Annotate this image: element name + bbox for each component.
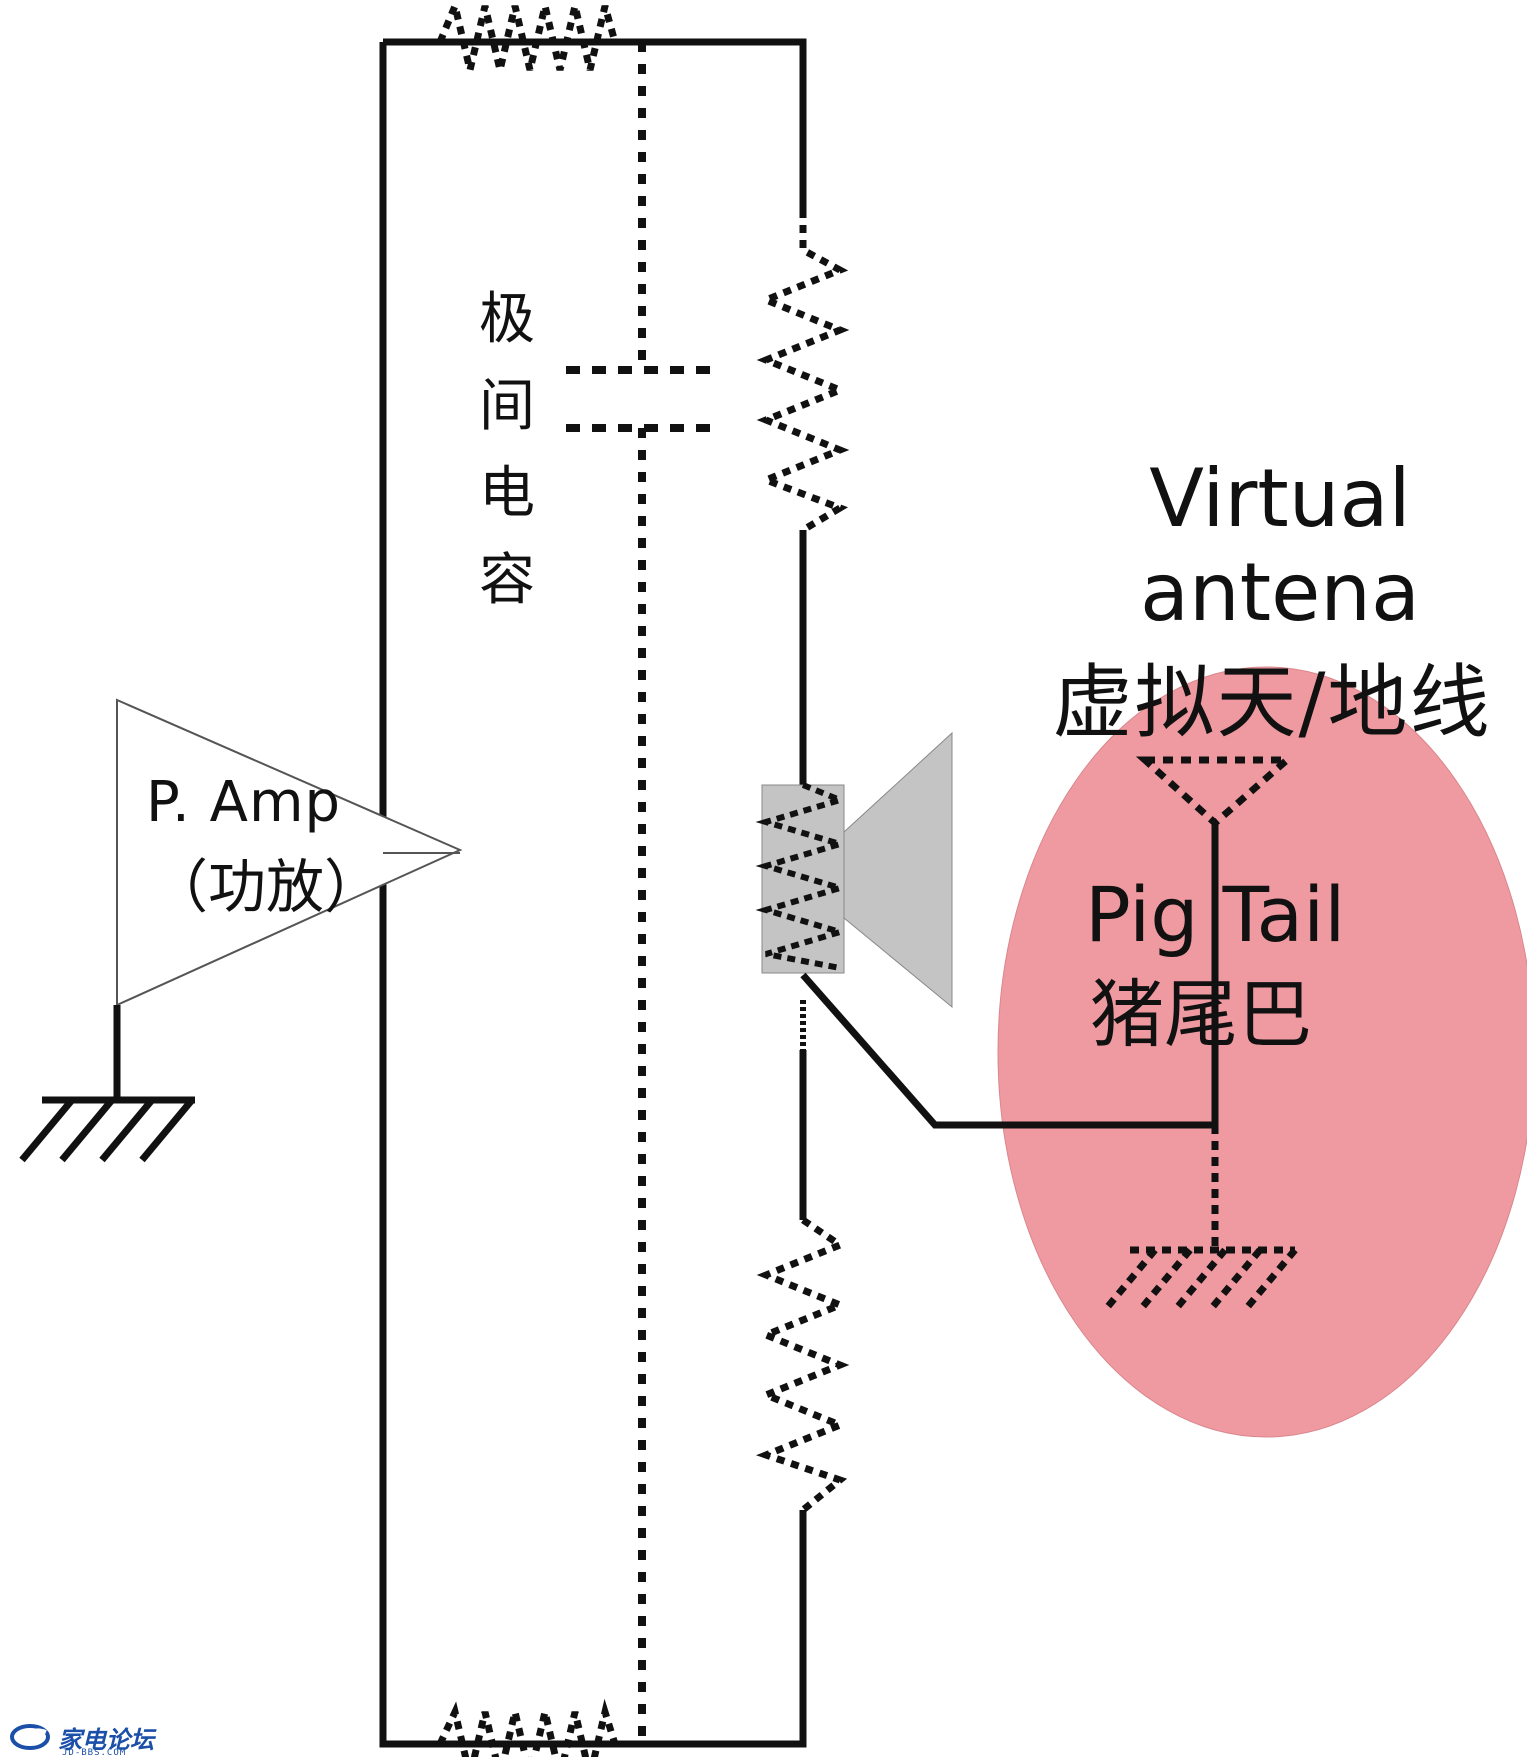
- forum-logo: 家电论坛 JD-BBS.COM: [10, 1722, 154, 1758]
- speaker-voice-coil: [755, 782, 851, 971]
- virtual-ground-symbol: [1102, 1125, 1298, 1313]
- virtual-antenna-symbol: [1135, 756, 1297, 1125]
- virtual-antenna-label-line2: antena: [1139, 546, 1421, 639]
- virtual-antenna-region: [997, 666, 1527, 1438]
- amp-label-cn: （功放）: [150, 853, 383, 921]
- power-amp-triangle: [116, 698, 463, 1007]
- speaker-cone: [843, 731, 953, 1009]
- logo-subtext: JD-BBS.COM: [62, 1748, 127, 1758]
- lower-right-coil: [755, 1217, 850, 1513]
- pigtail-label-cn: 猪尾巴: [1090, 972, 1312, 1058]
- pigtail-wire: [800, 972, 1215, 1129]
- virtual-antenna-label-cn: 虚拟天/地线: [1052, 656, 1492, 749]
- bottom-stray-inductor: [436, 1698, 619, 1757]
- logo-text: 家电论坛: [58, 1725, 154, 1754]
- capacitance-label: 极间电容: [479, 287, 535, 613]
- amp-label-en: P. Amp: [146, 770, 342, 835]
- virtual-antenna-label-line1: Virtual: [1149, 452, 1411, 545]
- inter-electrode-capacitor: [566, 366, 710, 432]
- main-loop-wire: [379, 38, 807, 1748]
- upper-right-coil: [756, 210, 850, 534]
- amp-ground-symbol: [19, 1005, 195, 1163]
- pigtail-label-en: Pig Tail: [1085, 870, 1346, 959]
- top-stray-inductor: [436, 0, 619, 71]
- logo-swirl-icon: [10, 1724, 50, 1750]
